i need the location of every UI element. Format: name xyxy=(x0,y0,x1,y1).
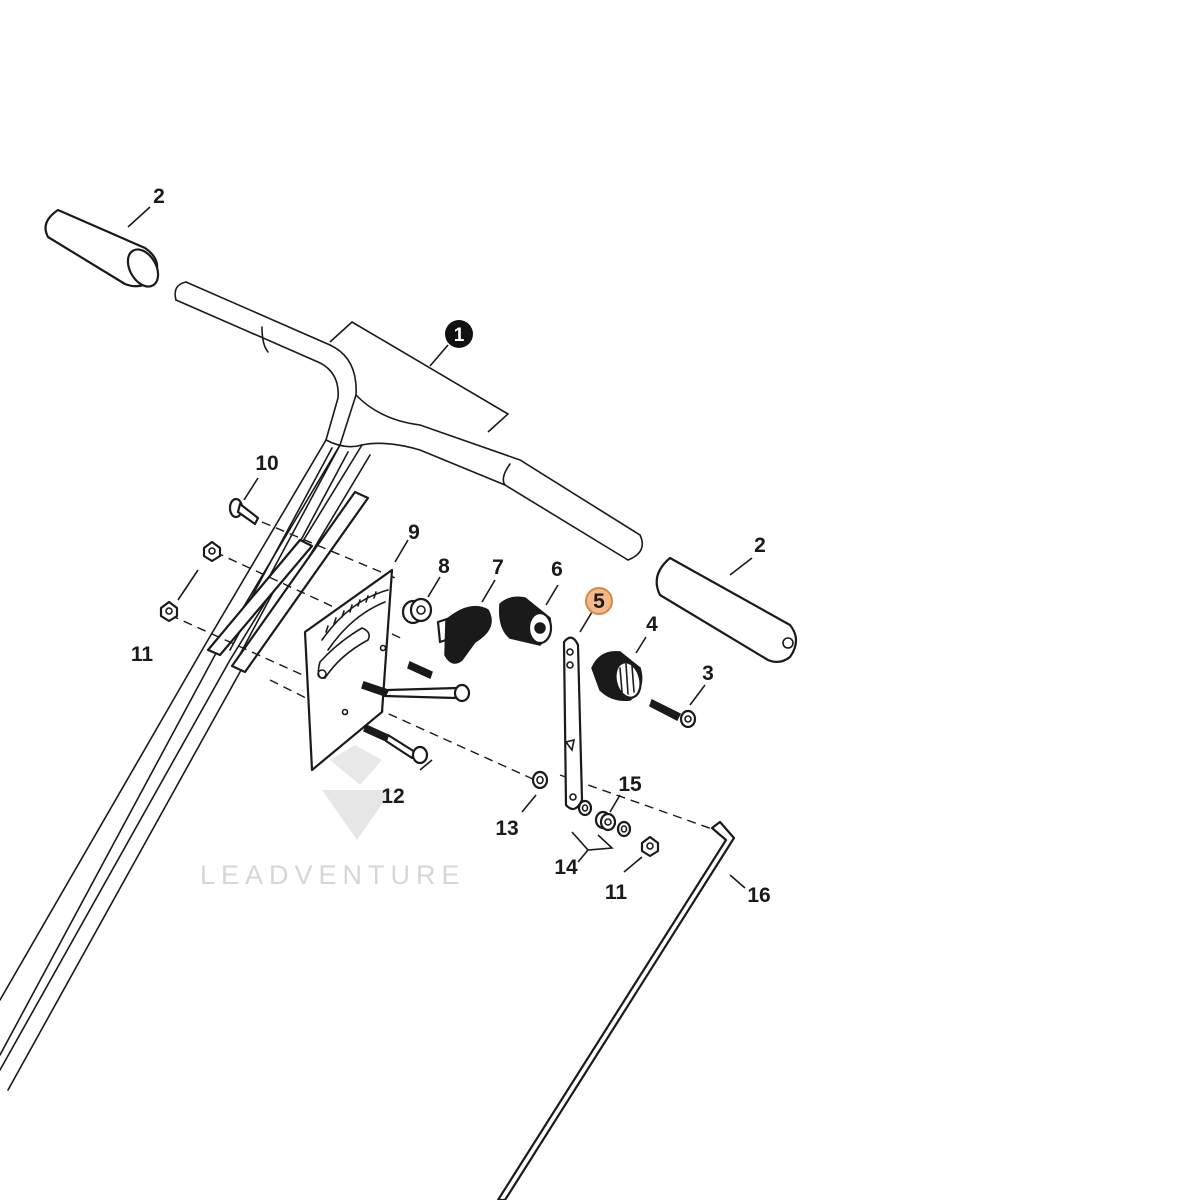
washer-13 xyxy=(531,770,549,790)
watermark: LEADVENTURE xyxy=(200,745,466,890)
callout-1-bracket xyxy=(329,321,510,433)
screw-10 xyxy=(228,497,260,526)
cup-knob-4 xyxy=(591,651,643,702)
rod-16 xyxy=(496,820,736,1200)
grip-left xyxy=(44,208,160,288)
watermark-text: LEADVENTURE xyxy=(200,860,466,890)
callout-9[interactable]: 9 xyxy=(408,521,420,544)
callout-8[interactable]: 8 xyxy=(438,555,450,578)
callout-2-right[interactable]: 2 xyxy=(754,534,766,557)
washer-14-b xyxy=(616,820,632,838)
watermark-logo-icon xyxy=(322,790,392,840)
callout-11-left[interactable]: 11 xyxy=(131,643,154,666)
washer-14-a xyxy=(577,799,593,817)
spacer-8 xyxy=(401,597,433,625)
callout-1[interactable]: 1 xyxy=(445,320,473,348)
callout-12[interactable]: 12 xyxy=(381,785,404,808)
lever-5 xyxy=(562,636,584,811)
nut-11-right xyxy=(640,835,660,858)
callout-11-right[interactable]: 11 xyxy=(605,881,628,904)
leaders xyxy=(127,206,753,889)
grip-right xyxy=(655,556,798,664)
callout-10[interactable]: 10 xyxy=(255,452,278,475)
bolt-3 xyxy=(649,698,697,729)
callout-5[interactable]: 5 xyxy=(585,587,613,615)
callout-13[interactable]: 13 xyxy=(495,817,518,840)
bolt-12-upper xyxy=(361,660,471,703)
callout-14-bracket xyxy=(571,831,614,863)
handlebar xyxy=(0,281,644,1091)
nut-11-lower xyxy=(159,600,179,623)
callout-6[interactable]: 6 xyxy=(551,558,563,581)
callout-16[interactable]: 16 xyxy=(747,884,770,907)
callouts: 1 2 2 3 4 5 6 7 8 9 10 11 11 12 13 14 15… xyxy=(131,185,771,907)
callout-4[interactable]: 4 xyxy=(646,613,658,636)
callout-5-label: 5 xyxy=(593,590,605,613)
callout-1-label: 1 xyxy=(454,325,465,346)
callout-15[interactable]: 15 xyxy=(618,773,642,796)
bolt-12-lower xyxy=(363,723,429,765)
callout-3[interactable]: 3 xyxy=(702,662,714,685)
adjust-knob-6 xyxy=(498,596,553,646)
watermark-flame-icon xyxy=(330,745,382,785)
nut-11-upper xyxy=(202,540,222,563)
angle-plate-9 xyxy=(303,568,394,772)
bushing-15 xyxy=(594,810,617,832)
callout-2-left[interactable]: 2 xyxy=(153,185,165,208)
star-knob-7 xyxy=(436,605,492,664)
callout-14[interactable]: 14 xyxy=(554,856,578,879)
callout-7[interactable]: 7 xyxy=(492,556,504,579)
